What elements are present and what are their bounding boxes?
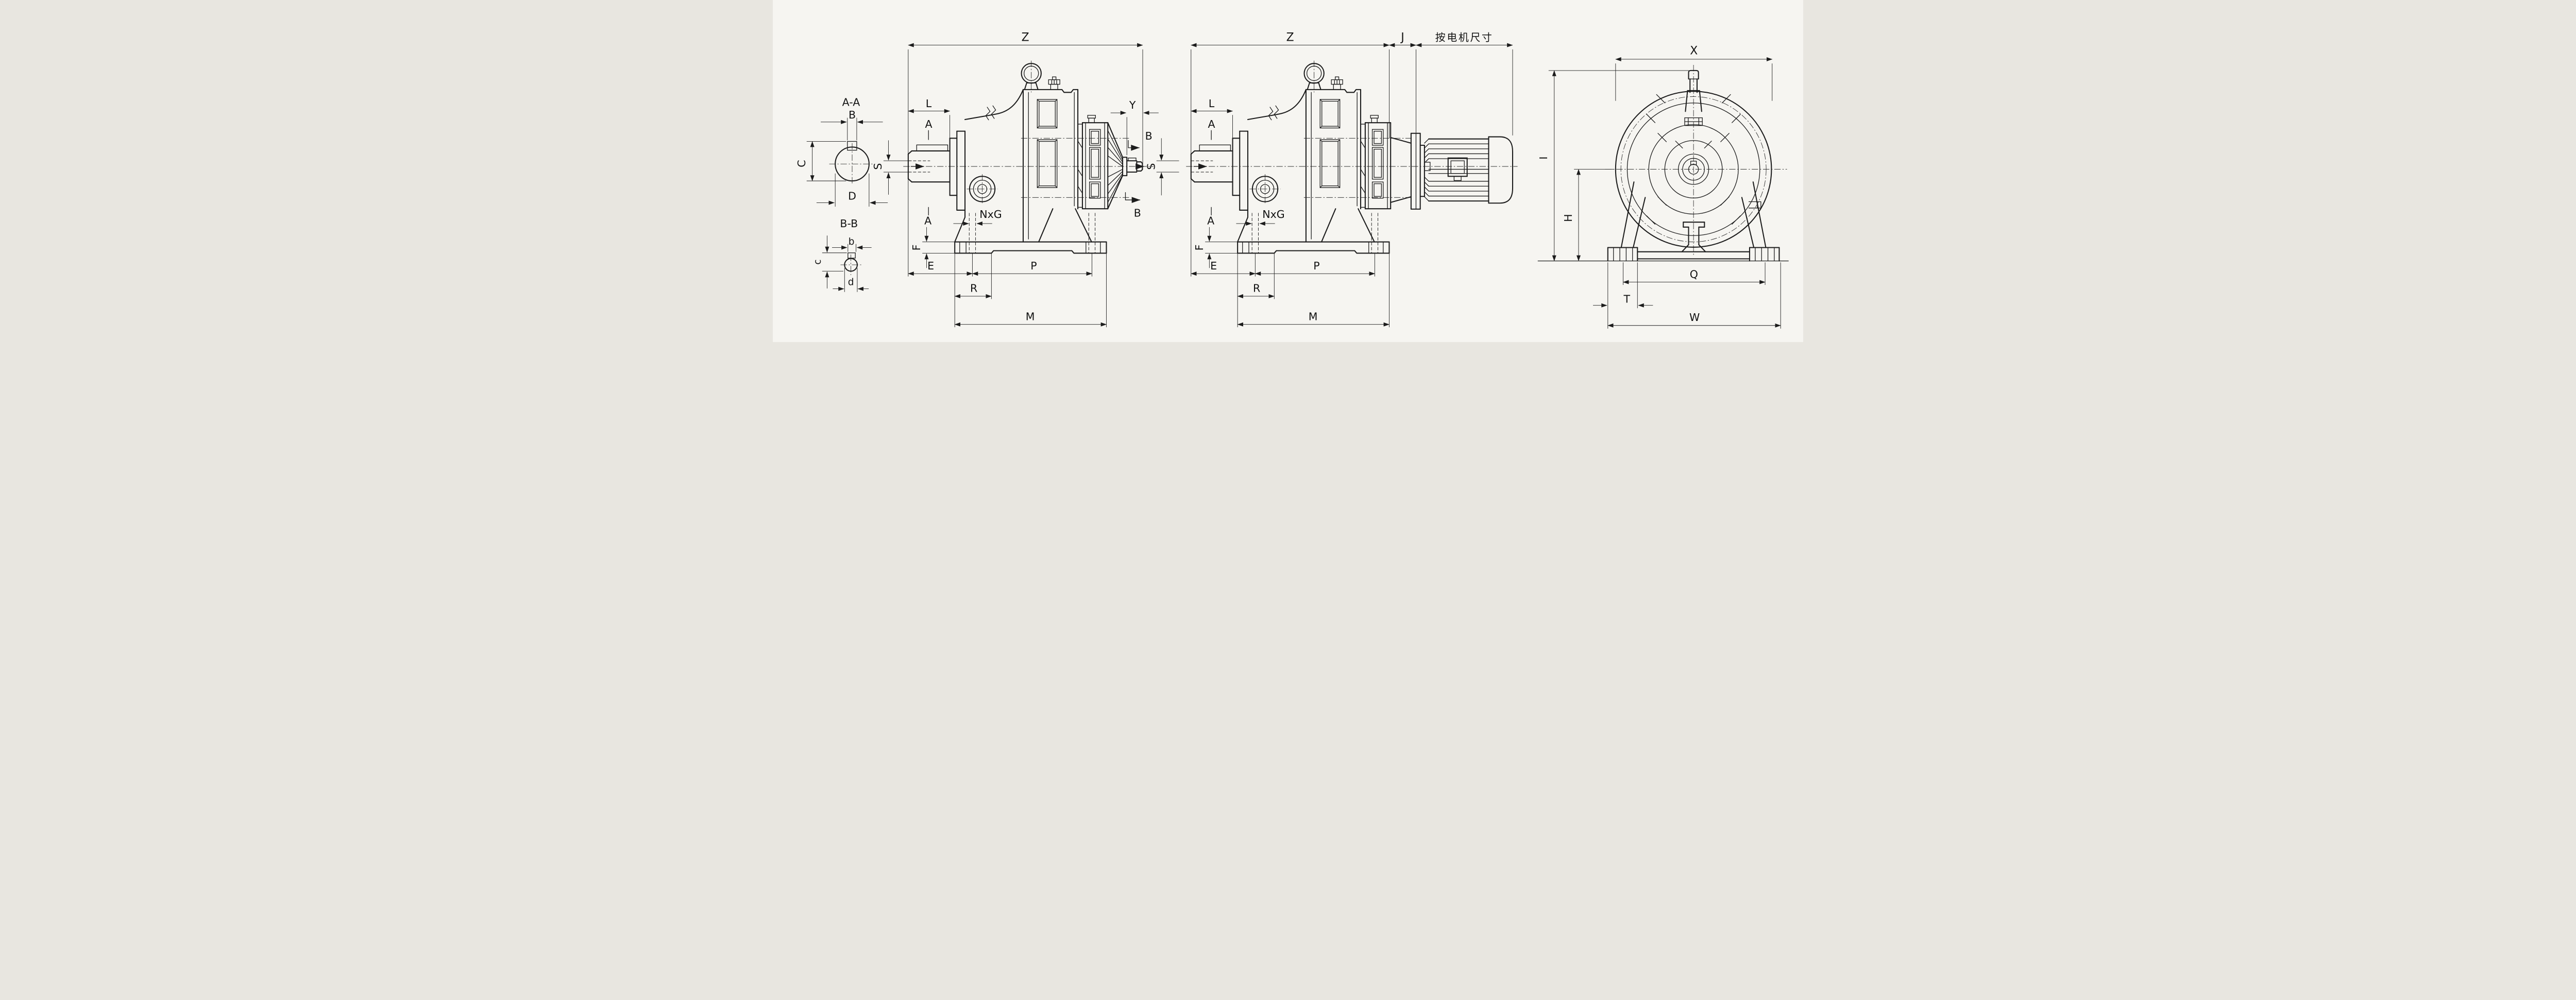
top-oil-plug bbox=[1684, 117, 1703, 126]
cone-ribs bbox=[1107, 130, 1123, 203]
dim-label-base-length-basic: M bbox=[1026, 310, 1035, 323]
center-support-rib bbox=[1681, 222, 1706, 252]
support-legs-and-base bbox=[1607, 181, 1780, 262]
dims-bottom-front: Q T W bbox=[1593, 262, 1781, 329]
motor-body bbox=[1424, 136, 1514, 204]
input-shaft-basic bbox=[907, 144, 951, 183]
gear-reducer-dimension-drawing: A-A B C D B-B b c bbox=[773, 0, 1803, 342]
dim-label-hole-offset-motor: E bbox=[1210, 260, 1217, 272]
break-line-mark bbox=[1274, 105, 1279, 119]
section-bb-title: B-B bbox=[840, 217, 858, 230]
section-cut-b-bottom-label: B bbox=[1134, 207, 1141, 219]
dim-label-total-height: I bbox=[1537, 157, 1550, 160]
dim-label-foot-hole-span: Q bbox=[1690, 268, 1698, 280]
motor-end-cap bbox=[1488, 136, 1514, 204]
dim-label-foot-slot-basic: NxG bbox=[979, 208, 1002, 221]
section-cut-b-top-label: B bbox=[1145, 130, 1153, 142]
shaft-key bbox=[1199, 144, 1231, 151]
breather-cap-icon bbox=[1331, 76, 1343, 90]
dim-label-foot-edge-motor: R bbox=[1253, 282, 1260, 295]
section-cut-b-top-arrow bbox=[1128, 140, 1140, 151]
front-view: X I H bbox=[1537, 44, 1789, 329]
breather-cap-icon bbox=[1048, 76, 1060, 90]
dim-label-hole-pitch-basic: P bbox=[1030, 260, 1037, 272]
section-cut-a-top-label-motor: A bbox=[1208, 118, 1215, 130]
break-line-mark bbox=[985, 107, 991, 121]
dim-label-foot-thickness-motor: F bbox=[1193, 245, 1206, 251]
section-bb-height-label: c bbox=[812, 259, 823, 264]
dim-label-shaft-hole-basic: S bbox=[872, 163, 884, 170]
section-bb-width-label: b bbox=[849, 236, 855, 247]
dim-label-output-shaft-length: Y bbox=[1129, 99, 1136, 111]
mounting-base-basic bbox=[954, 213, 1107, 254]
dim-label-shaft-length-motor: L bbox=[1209, 97, 1215, 110]
dim-label-overall-length-basic: Z bbox=[1022, 31, 1029, 44]
dim-label-foot-pad-width: T bbox=[1623, 293, 1630, 305]
section-aa-diameter-label: D bbox=[848, 190, 856, 202]
vertical-input-shaft bbox=[1685, 70, 1702, 112]
section-cut-a-top-label: A bbox=[925, 118, 933, 130]
output-shaft bbox=[1126, 157, 1144, 173]
section-aa-width-label: B bbox=[849, 109, 856, 121]
input-shaft-motor bbox=[1190, 144, 1233, 183]
section-cut-a-bottom-label-motor: A bbox=[1207, 214, 1214, 227]
motor-dimension-note: 按电机尺寸 bbox=[1435, 31, 1494, 43]
oil-plug-icon bbox=[967, 174, 998, 205]
dim-label-foot-thickness-basic: F bbox=[910, 245, 923, 251]
dim-label-overall-length-motor: Z bbox=[1286, 31, 1294, 44]
section-aa-height-label: C bbox=[795, 160, 808, 167]
dim-label-hole-pitch-motor: P bbox=[1313, 260, 1319, 272]
dim-label-foot-edge-basic: R bbox=[970, 282, 977, 295]
break-line-mark bbox=[991, 105, 996, 119]
dim-label-shaft-hole-motor: S bbox=[1145, 163, 1157, 170]
dim-label-width: X bbox=[1690, 44, 1698, 57]
mounting-base-motor bbox=[1237, 213, 1390, 254]
dim-label-center-height: H bbox=[1562, 214, 1574, 222]
section-view-aa: A-A B C D bbox=[795, 96, 888, 207]
side-view-basic: Z L A A Y B B S bbox=[872, 31, 1159, 328]
shaft-key bbox=[916, 144, 948, 151]
dim-label-base-length-motor: M bbox=[1309, 310, 1318, 323]
motor-fins-bottom bbox=[1424, 176, 1489, 201]
section-view-bb: B-B b c d bbox=[812, 217, 872, 292]
dim-shaft-hole-basic: S bbox=[872, 140, 912, 195]
section-aa-title: A-A bbox=[842, 96, 860, 108]
dim-label-adapter-length: J bbox=[1400, 31, 1404, 44]
section-cut-a-bottom-label: A bbox=[924, 214, 931, 227]
oil-plug-icon bbox=[1249, 174, 1281, 205]
reducer-housing-motor bbox=[1232, 60, 1411, 243]
break-line-mark bbox=[1268, 107, 1274, 121]
side-view-with-motor: Z J 按电机尺寸 L A A S bbox=[1145, 31, 1518, 328]
dims-bottom-motor: F NxG E P R M bbox=[1191, 208, 1390, 328]
shaft-boss bbox=[1685, 90, 1702, 112]
drawing-page: A-A B C D B-B b c bbox=[773, 0, 1803, 342]
reducer-housing-basic bbox=[949, 60, 1144, 243]
match-mark-ticks bbox=[1646, 94, 1741, 225]
dim-label-base-width: W bbox=[1689, 311, 1700, 324]
section-cut-b-bottom-arrow bbox=[1125, 192, 1141, 203]
motor-assembly bbox=[1390, 132, 1514, 210]
motor-fins-top bbox=[1424, 143, 1489, 163]
shaft-keyway-section bbox=[847, 141, 857, 151]
dim-shaft-hole-motor: S bbox=[1145, 138, 1179, 196]
dim-label-hole-offset-basic: E bbox=[927, 260, 934, 272]
dim-label-shaft-length-basic: L bbox=[926, 97, 932, 110]
dim-label-foot-slot-motor: NxG bbox=[1262, 208, 1284, 221]
dims-bottom-basic: F NxG E P R M bbox=[908, 208, 1107, 328]
paper-background bbox=[773, 0, 1803, 342]
section-bb-diameter-label: d bbox=[848, 277, 854, 288]
